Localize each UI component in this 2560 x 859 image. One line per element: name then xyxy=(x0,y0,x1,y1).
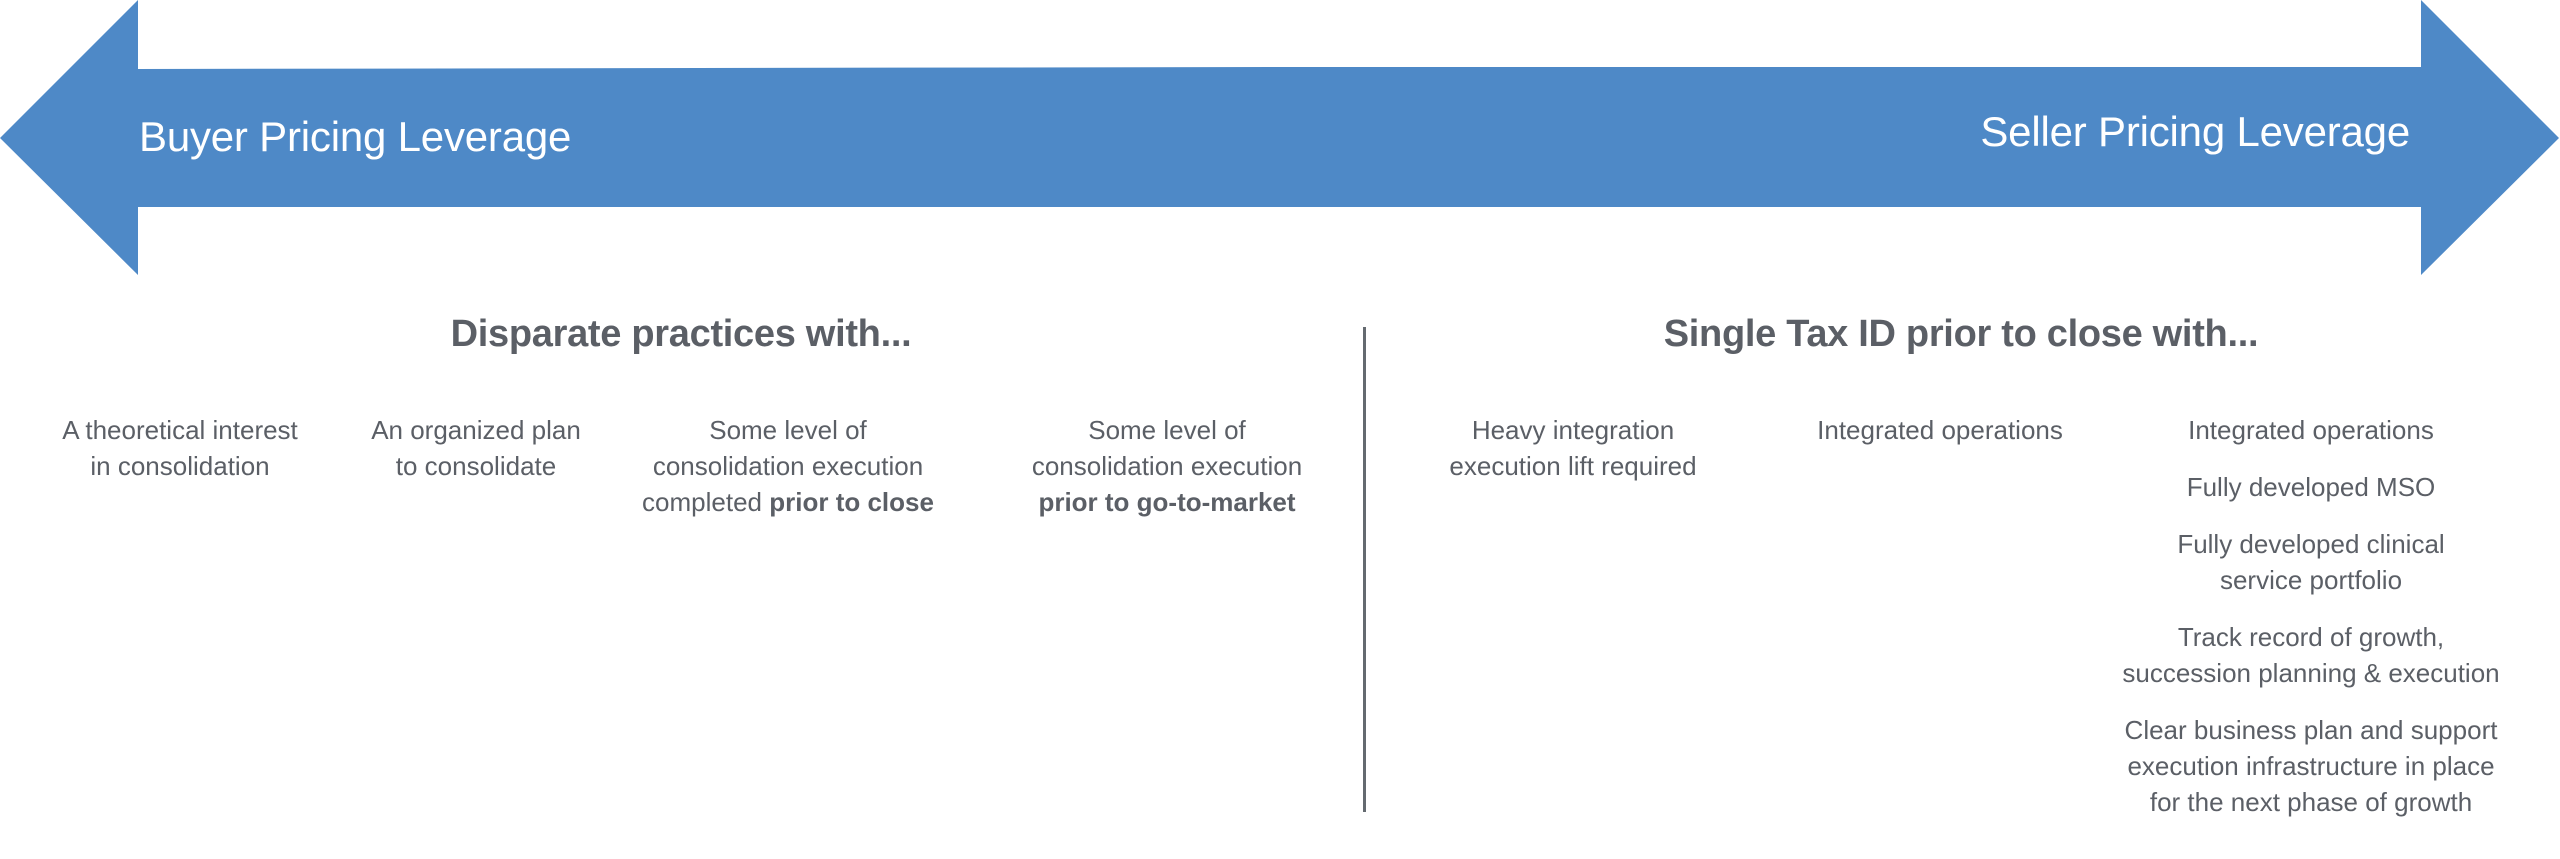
item-line: for the next phase of growth xyxy=(2149,787,2473,817)
item-line: Some level of xyxy=(1088,415,1246,445)
item-line: Some level of xyxy=(709,415,867,445)
item-line: Integrated operations xyxy=(1817,415,2063,445)
left-column-4: Some level of consolidation execution pr… xyxy=(1032,412,1302,541)
arrow-head-left-icon xyxy=(0,0,2559,275)
list-item: Fully developed MSO xyxy=(2122,469,2499,505)
item-line: succession planning & execution xyxy=(2122,658,2500,688)
item-line: in consolidation xyxy=(90,451,270,481)
list-item: An organized plan to consolidate xyxy=(371,412,581,484)
item-line: Track record of growth, xyxy=(2177,622,2445,652)
item-line-mixed: completed prior to close xyxy=(642,484,934,520)
item-line: execution lift required xyxy=(1449,451,1697,481)
item-line: Heavy integration xyxy=(1471,415,1675,445)
right-section-title: Single Tax ID prior to close with... xyxy=(1663,313,2259,355)
section-divider xyxy=(1363,327,1366,812)
left-section-title: Disparate practices with... xyxy=(450,313,912,355)
left-column-2: An organized plan to consolidate xyxy=(371,412,581,505)
right-column-2: Integrated operations xyxy=(1817,412,2063,469)
right-column-1: Heavy integration execution lift require… xyxy=(1449,412,1696,505)
item-line: Fully developed MSO xyxy=(2186,472,2436,502)
list-item: Some level of consolidation execution pr… xyxy=(1032,412,1302,520)
list-item: Heavy integration execution lift require… xyxy=(1449,412,1696,484)
item-line: Fully developed clinical xyxy=(2177,529,2445,559)
item-text-bold: prior to close xyxy=(769,487,934,517)
list-item: Integrated operations xyxy=(1817,412,2063,448)
item-line: Integrated operations xyxy=(2188,415,2434,445)
list-item: Clear business plan and support executio… xyxy=(2122,712,2499,820)
right-column-3: Integrated operations Fully developed MS… xyxy=(2122,412,2499,841)
left-column-1: A theoretical interest in consolidation xyxy=(62,412,298,505)
double-arrow xyxy=(0,0,2559,275)
item-text-normal: completed xyxy=(642,487,770,517)
item-line: A theoretical interest xyxy=(62,415,298,445)
item-text-bold: prior to go-to-market xyxy=(1038,487,1296,517)
item-line: Clear business plan and support xyxy=(2124,715,2498,745)
item-line: execution infrastructure in place xyxy=(2127,751,2495,781)
item-line: An organized plan xyxy=(371,415,581,445)
seller-pricing-leverage-label: Seller Pricing Leverage xyxy=(1980,108,2410,155)
buyer-pricing-leverage-label: Buyer Pricing Leverage xyxy=(139,113,572,160)
list-item: Integrated operations xyxy=(2122,412,2499,448)
item-line: service portfolio xyxy=(2219,565,2403,595)
list-item: A theoretical interest in consolidation xyxy=(62,412,298,484)
item-line: consolidation execution xyxy=(1031,451,1303,481)
list-item: Track record of growth, succession plann… xyxy=(2122,619,2499,691)
item-line: consolidation execution xyxy=(652,451,924,481)
item-line-mixed: prior to go-to-market xyxy=(1032,484,1302,520)
item-line: to consolidate xyxy=(395,451,557,481)
list-item: Fully developed clinical service portfol… xyxy=(2122,526,2499,598)
list-item: Some level of consolidation execution co… xyxy=(642,412,934,520)
left-column-3: Some level of consolidation execution co… xyxy=(642,412,934,541)
